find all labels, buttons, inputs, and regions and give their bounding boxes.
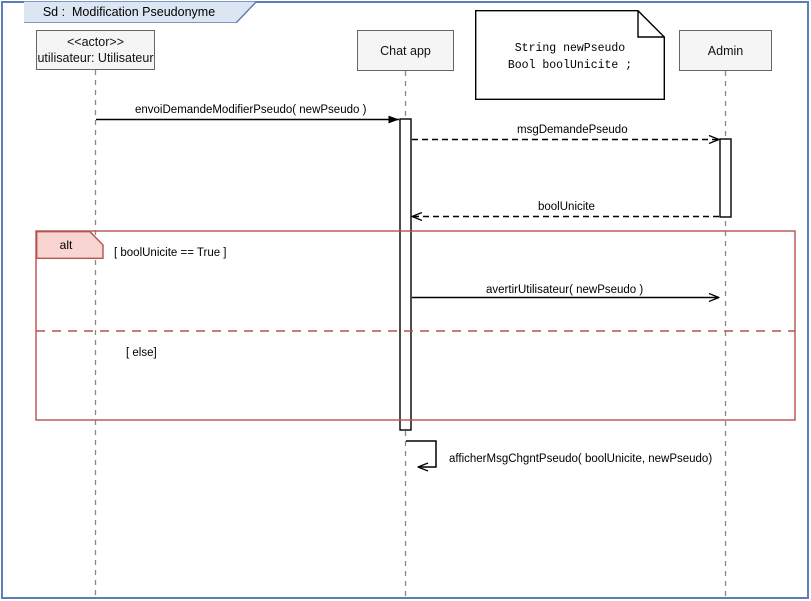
lifeline-label-admin: Admin (707, 43, 744, 58)
note-line-2: Bool boolUnicite ; (507, 59, 633, 72)
note-declarations: String newPseudo Bool boolUnicite ; (475, 10, 666, 101)
message-label-afficher-msg-chgnt-pseudo: afficherMsgChgntPseudo( boolUnicite, new… (449, 453, 713, 465)
message-label-envoi-demande-modifier-pseudo: envoiDemandeModifierPseudo( newPseudo ) (135, 104, 367, 116)
lifeline-head-chat-app[interactable]: Chat app (357, 30, 454, 71)
lifeline-label-chat-app: Chat app (380, 43, 431, 58)
lifeline-head-utilisateur[interactable]: <<actor>> utilisateur: Utilisateur (36, 30, 155, 70)
page-title: Sd : Modification Pseudonyme (42, 5, 216, 19)
diagram-title-tab: Sd : Modification Pseudonyme (24, 1, 256, 23)
message-label-msg-demande-pseudo: msgDemandePseudo (517, 124, 628, 136)
lifeline-label-utilisateur: utilisateur: Utilisateur (37, 51, 154, 65)
lifeline-head-admin[interactable]: Admin (679, 30, 772, 71)
guard-label-else: [ else] (126, 347, 157, 359)
alt-operator-label: alt (59, 238, 73, 252)
guard-label-true: [ boolUnicite == True ] (114, 247, 227, 259)
lifeline-stereotype-utilisateur: <<actor>> (67, 35, 124, 49)
note-line-1: String newPseudo (514, 42, 626, 55)
message-label-avertir-utilisateur: avertirUtilisateur( newPseudo ) (486, 284, 644, 296)
message-label-bool-unicite: boolUnicite (538, 201, 595, 213)
